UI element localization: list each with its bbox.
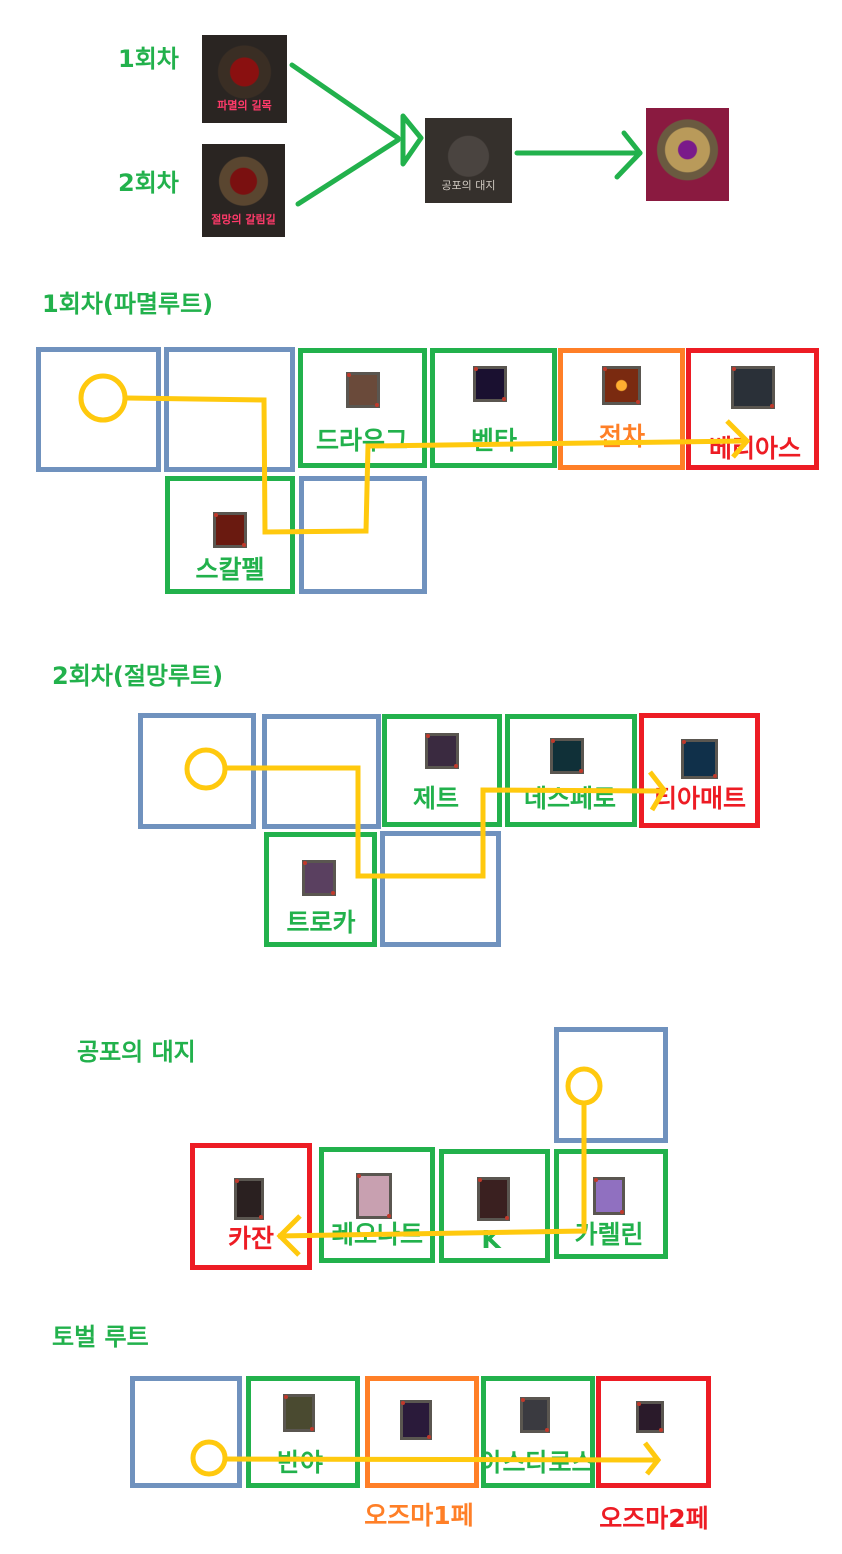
terror-land-emblem: 공포의 대지 (425, 118, 512, 203)
section-title-terror: 공포의 대지 (77, 1038, 196, 1066)
room-empty[interactable] (164, 347, 295, 472)
final-raid-emblem (646, 108, 729, 201)
arrow-run1-to-terror (289, 62, 401, 141)
despair-path-emblem: 절망의 갈림길 (202, 144, 285, 237)
room-start[interactable] (36, 347, 161, 472)
boss-name-troca: 트로카 (286, 908, 356, 937)
emblem-caption: 절망의 갈림길 (211, 213, 276, 226)
section-title-tower: 토벌 루트 (52, 1323, 149, 1351)
boss-name-venta: 벤타 (470, 426, 518, 455)
boss-name-berias: 베리아스 (708, 434, 802, 463)
boss-name-kazan: 카잔 (227, 1224, 275, 1253)
scalpel-portrait-icon (213, 512, 247, 548)
troca-portrait-icon (302, 860, 336, 896)
venta-portrait-icon (473, 366, 507, 402)
ozma1-portrait-icon (400, 1400, 432, 1440)
boss-name-tiamat: 티아매트 (653, 784, 747, 813)
kazan-portrait-icon (234, 1178, 264, 1220)
astaroth-portrait-icon (520, 1397, 550, 1433)
arrow-run2-to-terror (295, 137, 401, 207)
boss-name-astaroth: 아스타로스 (479, 1448, 595, 1477)
emblem-caption: 파멸의 길목 (217, 99, 272, 112)
room-ozma1[interactable] (365, 1376, 479, 1488)
room-empty[interactable] (262, 714, 381, 829)
draugr-portrait-icon (346, 372, 380, 408)
boss-name-banya: 반야 (276, 1448, 324, 1477)
boss-name-leonat: 레오나트 (330, 1220, 424, 1249)
banya-portrait-icon (283, 1394, 315, 1432)
emblem-caption: 공포의 대지 (441, 179, 496, 192)
room-astaroth[interactable] (481, 1376, 595, 1488)
room-ozma2[interactable] (596, 1376, 711, 1488)
section-title-ruin: 1회차(파멸루트) (42, 290, 214, 318)
section-title-despair: 2회차(절망루트) (52, 662, 224, 690)
boss-name-jet: 제트 (412, 784, 460, 813)
boss-name-draugr: 드라우그 (315, 426, 409, 455)
leonat-portrait-icon (356, 1173, 392, 1219)
boss-name-chariot: 전차 (598, 422, 646, 451)
room-empty[interactable] (380, 831, 501, 947)
ruin-path-emblem: 파멸의 길목 (202, 35, 287, 123)
room-start[interactable] (554, 1027, 668, 1143)
boss-name-despero: 데스페로 (523, 784, 617, 813)
room-empty[interactable] (299, 476, 427, 594)
karelin-portrait-icon (593, 1177, 625, 1215)
boss-name-k: K (481, 1225, 501, 1254)
arrowhead-final (614, 130, 643, 180)
ozma2-portrait-icon (636, 1401, 664, 1433)
arrowhead-terror (400, 113, 424, 167)
room-start[interactable] (138, 713, 256, 829)
tiamat-portrait-icon (681, 739, 718, 779)
berias-portrait-icon (731, 366, 775, 409)
jet-portrait-icon (425, 733, 459, 769)
run2-label: 2회차 (118, 169, 179, 197)
boss-name-karelin: 카렐린 (574, 1220, 644, 1249)
boss-name-ozma2: 오즈마2페 (599, 1504, 709, 1533)
boss-name-scalpel: 스칼펠 (195, 555, 265, 584)
run1-label: 1회차 (118, 45, 179, 73)
k-portrait-icon (477, 1177, 510, 1221)
room-start[interactable] (130, 1376, 242, 1488)
chariot-portrait-icon (602, 366, 641, 405)
boss-name-ozma1: 오즈마1페 (364, 1501, 474, 1530)
room-banya[interactable] (246, 1376, 360, 1488)
despero-portrait-icon (550, 738, 584, 774)
